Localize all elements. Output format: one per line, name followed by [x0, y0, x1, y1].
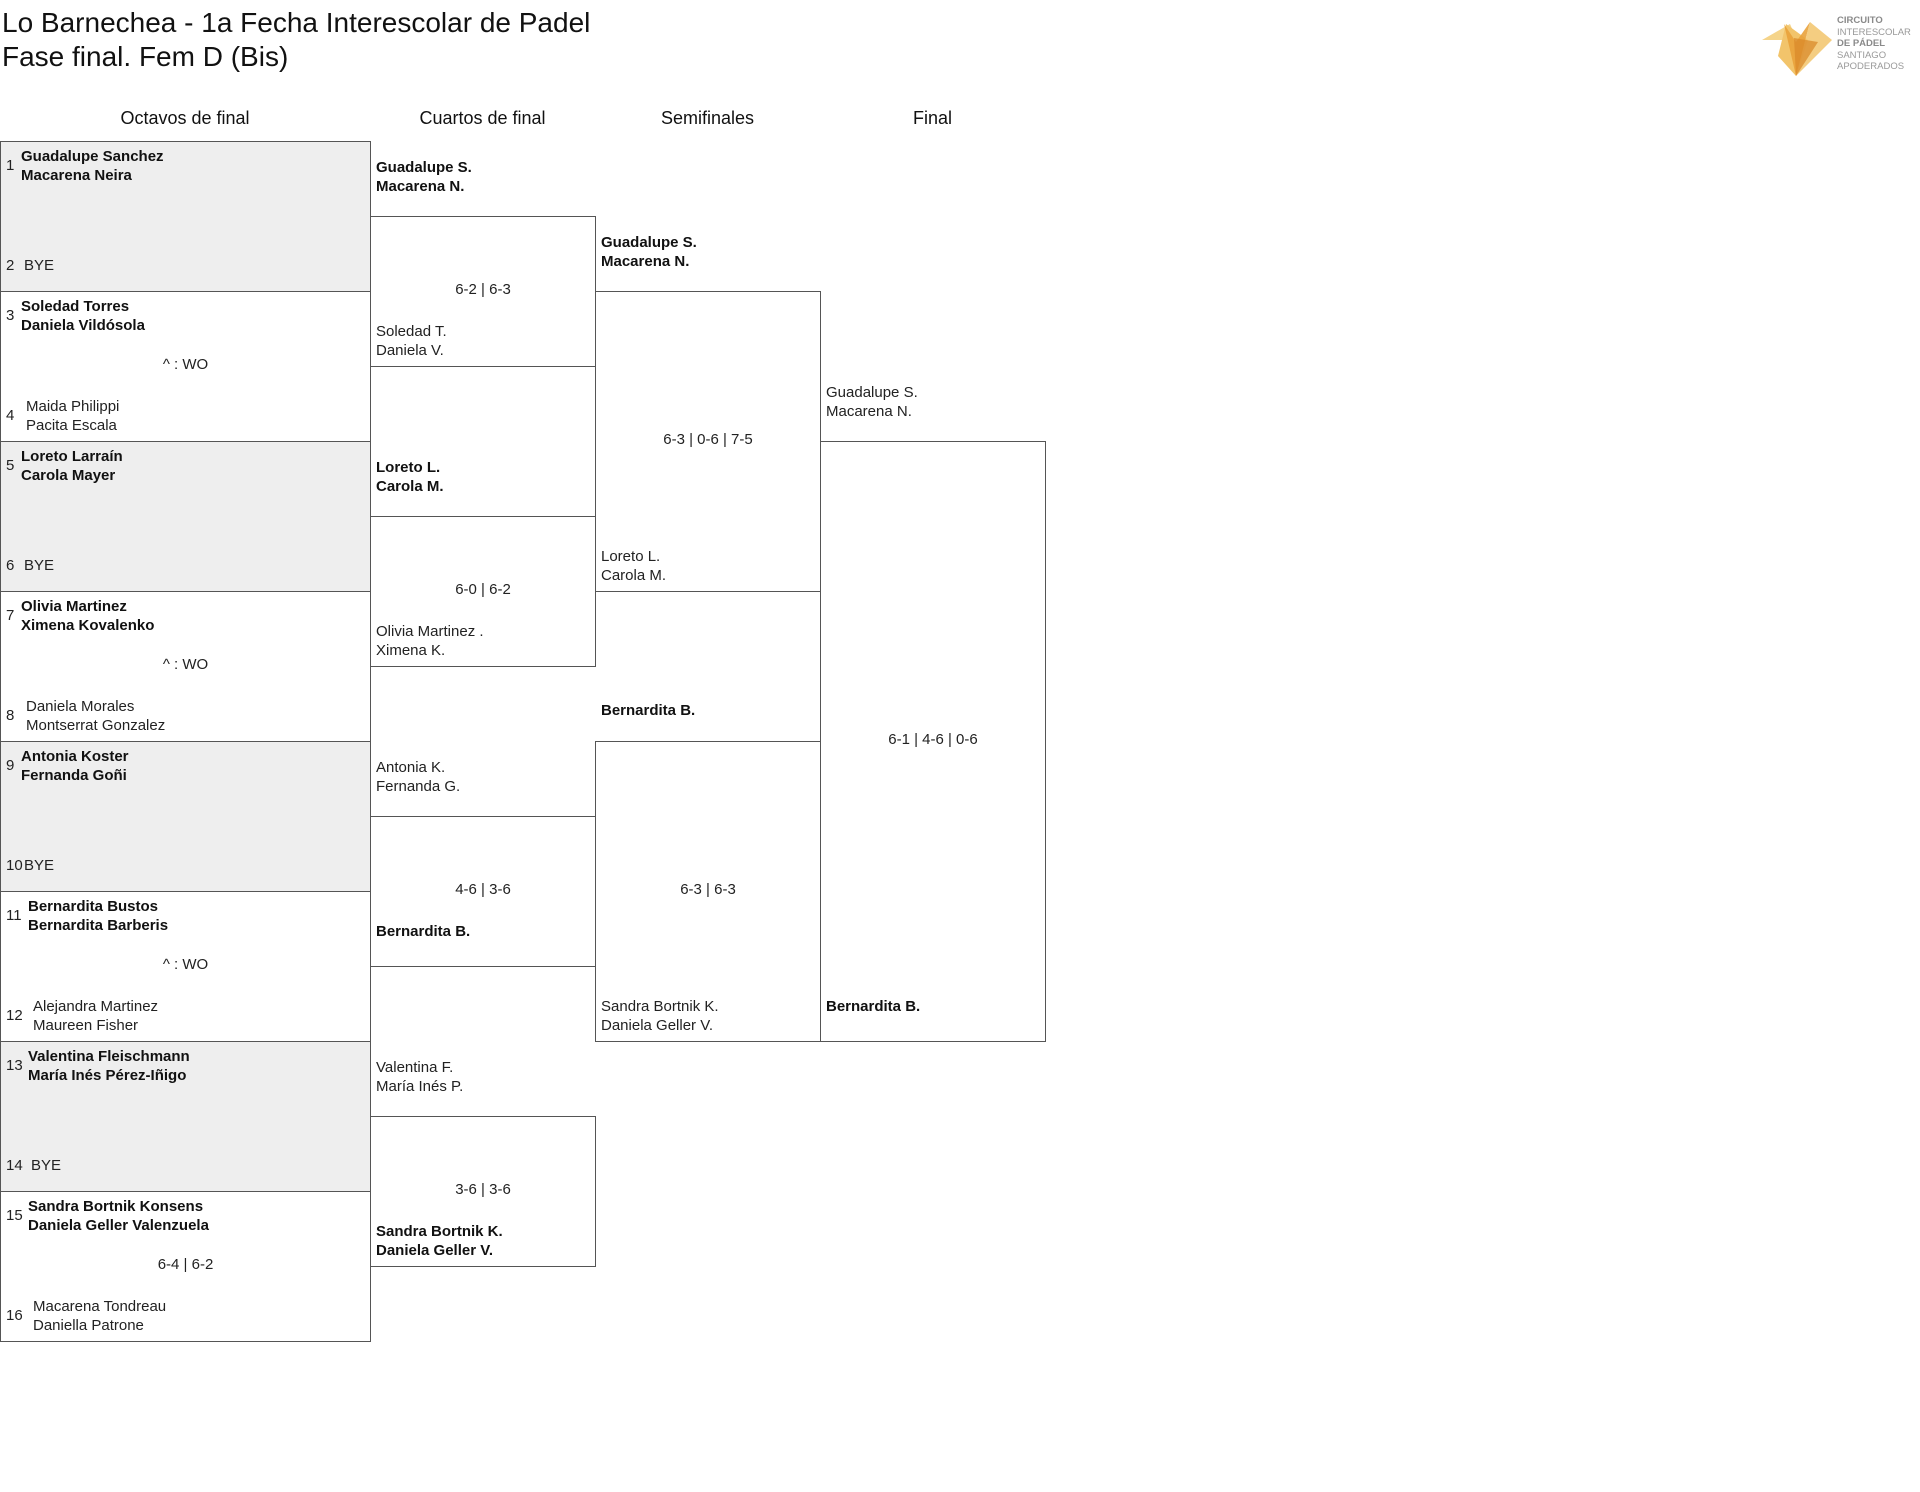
team-name: Sandra Bortnik K. [601, 998, 719, 1015]
seed-number: 2 [6, 257, 15, 274]
seed-number: 4 [6, 407, 15, 424]
seed-number: 14 [6, 1157, 23, 1174]
team-name: Macarena N. [601, 253, 690, 270]
team-name: Fernanda G. [376, 778, 461, 795]
round-header-octavos: Octavos de final [120, 108, 250, 128]
match-result: 6-3 | 0-6 | 7-5 [663, 430, 753, 448]
seed-number: 6 [6, 557, 15, 574]
team-name: Daniela Geller V. [601, 1017, 714, 1034]
match-box-octavos [0, 1041, 371, 1192]
fox-logo-icon [1762, 22, 1832, 76]
team-name: Sandra Bortnik Konsens [28, 1198, 204, 1215]
team-name: Soledad Torres [21, 298, 130, 315]
team-name: Macarena Neira [21, 167, 132, 184]
team-name: Carola M. [601, 567, 667, 584]
team-name: Guadalupe S. [826, 384, 918, 401]
team-name: Sandra Bortnik K. [376, 1223, 503, 1240]
team-name: Maida Philippi [26, 398, 120, 415]
seed-number: 9 [6, 757, 15, 774]
seed-number: 1 [6, 157, 15, 174]
team-name: Guadalupe S. [376, 159, 472, 176]
page-subtitle: Fase final. Fem D (Bis) [2, 41, 289, 72]
bye-label: BYE [24, 557, 55, 574]
team-name: Daniela Geller V. [376, 1242, 494, 1259]
match-result: ^ : WO [162, 656, 209, 673]
team-name: Bernardita B. [826, 998, 921, 1015]
logo-text: CIRCUITO INTERESCOLAR DE PÁDEL SANTIAGO … [1837, 15, 1911, 72]
team-name: Macarena Tondreau [33, 1298, 167, 1315]
team-name: Olivia Martinez [21, 598, 127, 615]
team-name: Ximena K. [376, 642, 446, 659]
team-name: Fernanda Goñi [21, 767, 127, 784]
match-result: 6-1 | 4-6 | 0-6 [888, 730, 978, 748]
match-result: ^ : WO [162, 356, 209, 373]
seed-number: 11 [6, 907, 22, 924]
match-result: 4-6 | 3-6 [455, 880, 511, 898]
seed-number: 7 [6, 607, 15, 624]
bye-label: BYE [31, 1157, 62, 1174]
team-name: Guadalupe S. [601, 234, 697, 251]
team-name: Alejandra Martinez [33, 998, 159, 1015]
match-box-final [820, 441, 1046, 1042]
team-name: Bernardita B. [601, 702, 696, 719]
round-header-cuartos: Cuartos de final [419, 108, 546, 128]
team-name: Guadalupe Sanchez [21, 148, 164, 165]
match-result: 6-0 | 6-2 [455, 580, 511, 598]
round-header-final: Final [912, 108, 952, 128]
team-name: Olivia Martinez . [376, 623, 484, 640]
team-name: Daniela Morales [26, 698, 135, 715]
team-name: Pacita Escala [26, 417, 117, 434]
bye-label: BYE [24, 857, 55, 874]
match-result: 6-4 | 6-2 [157, 1256, 214, 1273]
team-name: Daniela Vildósola [21, 317, 145, 334]
team-name: Carola Mayer [21, 467, 116, 484]
bye-label: BYE [24, 257, 55, 274]
seed-number: 3 [6, 307, 15, 324]
team-name: Daniella Patrone [33, 1317, 144, 1334]
team-name: Loreto L. [601, 548, 661, 565]
seed-number: 10 [6, 857, 23, 874]
team-name: Soledad T. [376, 323, 447, 340]
team-name: Ximena Kovalenko [21, 617, 155, 634]
team-name: María Inés Pérez-Iñigo [28, 1067, 187, 1084]
match-box-cuartos [370, 1116, 596, 1267]
match-result: 3-6 | 3-6 [455, 1180, 511, 1198]
team-name: Loreto L. [376, 459, 441, 476]
team-name: Carola M. [376, 478, 444, 495]
team-name: Bernardita Barberis [28, 917, 169, 934]
team-name: Daniela Geller Valenzuela [28, 1217, 209, 1234]
seed-number: 15 [6, 1207, 23, 1224]
seed-number: 8 [6, 707, 15, 724]
seed-number: 5 [6, 457, 15, 474]
match-box-octavos [0, 741, 371, 892]
team-name: Maureen Fisher [33, 1017, 139, 1034]
team-name: Montserrat Gonzalez [26, 717, 166, 734]
match-box-octavos [0, 441, 371, 592]
team-name: Macarena N. [826, 403, 912, 420]
team-name: Daniela V. [376, 342, 444, 359]
team-name: Bernardita Bustos [28, 898, 159, 915]
team-name: María Inés P. [376, 1078, 464, 1095]
team-name: Antonia K. [376, 759, 446, 776]
team-name: Valentina Fleischmann [28, 1048, 190, 1065]
match-result: ^ : WO [162, 956, 209, 973]
team-name: Bernardita B. [376, 923, 471, 940]
round-header-semifinales: Semifinales [660, 108, 755, 128]
team-name: Loreto Larraín [21, 448, 123, 465]
seed-number: 16 [6, 1307, 23, 1324]
team-name: Valentina F. [376, 1059, 454, 1076]
page-title: Lo Barnechea - 1a Fecha Interescolar de … [2, 7, 591, 38]
team-name: Macarena N. [376, 178, 465, 195]
match-result: 6-3 | 6-3 [680, 880, 736, 898]
match-result: 6-2 | 6-3 [455, 280, 511, 298]
seed-number: 12 [6, 1007, 23, 1024]
seed-number: 13 [6, 1057, 23, 1074]
team-name: Antonia Koster [21, 748, 129, 765]
